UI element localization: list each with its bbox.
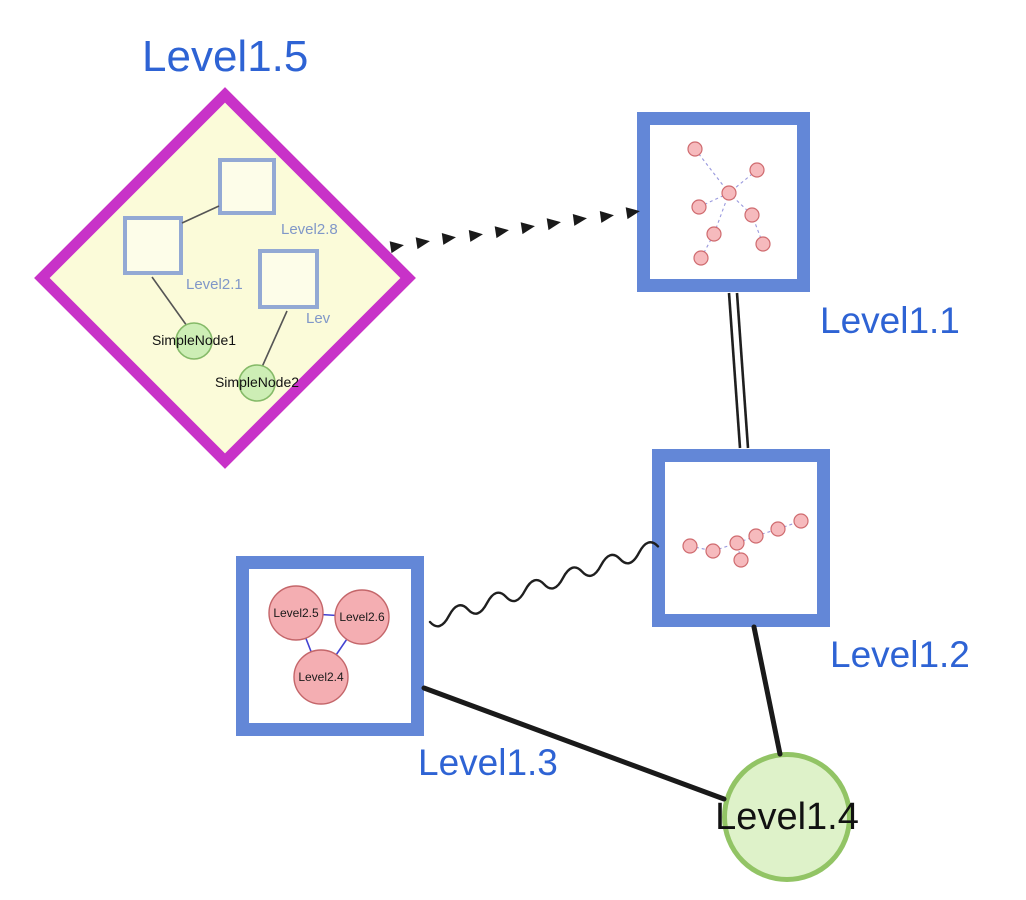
- node-level2-4[interactable]: [293, 649, 349, 705]
- node-simplenode1[interactable]: [175, 322, 213, 360]
- mini-graph-node[interactable]: [706, 226, 722, 242]
- node-level1-4-circle[interactable]: Level1.4: [715, 752, 859, 882]
- node-label-level2-6: Level2.6: [339, 610, 385, 624]
- edge-level12-level14: [751, 624, 783, 757]
- node-level2-8-square[interactable]: [218, 158, 276, 215]
- node-label-level1-5: Level1.5: [142, 32, 309, 81]
- mini-graph-node[interactable]: [755, 236, 771, 252]
- mini-graph-node[interactable]: [721, 185, 737, 201]
- mini-graph-node[interactable]: [691, 199, 707, 215]
- node-label-simplenode2: SimpleNode2: [215, 374, 299, 390]
- node-level1-1-box[interactable]: [637, 112, 810, 292]
- mini-graph-edge: [700, 233, 715, 259]
- node-level2-6[interactable]: [334, 589, 390, 645]
- mini-graph-node[interactable]: [744, 207, 760, 223]
- node-simplenode2[interactable]: [238, 364, 276, 402]
- mini-graph-node[interactable]: [793, 513, 809, 529]
- mini-graph-node[interactable]: [687, 141, 703, 157]
- mini-graph-node[interactable]: [693, 250, 709, 266]
- edge-level21-simplenode1: [151, 276, 188, 327]
- edge-lev-simplenode2: [261, 310, 288, 368]
- mini-graph-node[interactable]: [729, 535, 745, 551]
- mini-graph-node[interactable]: [770, 521, 786, 537]
- node-label-level2-8: Level2.8: [281, 221, 338, 238]
- node-level2-1-square[interactable]: [123, 216, 183, 275]
- node-label-level2-5: Level2.5: [273, 606, 319, 620]
- node-level1-2-box[interactable]: [652, 449, 830, 627]
- mini-graph-node[interactable]: [749, 162, 765, 178]
- mini-graph-node[interactable]: [682, 538, 698, 554]
- edge-level11-level12-line2: [735, 292, 750, 449]
- edge-level13-level14: [421, 685, 727, 802]
- node-label-level1-2: Level1.2: [830, 634, 970, 675]
- mini-graph-edge: [694, 148, 730, 194]
- mini-graph-node[interactable]: [748, 528, 764, 544]
- mini-graph-edge: [712, 542, 738, 552]
- edge-level11-level12-line1: [727, 292, 742, 449]
- node-label-lev: Lev: [306, 310, 331, 327]
- node-label-level1-4: Level1.4: [715, 795, 859, 838]
- edge-level15-level11-dashed-arrow: [389, 207, 640, 254]
- node-level1-3-box[interactable]: [236, 556, 424, 736]
- mini-graph-node[interactable]: [733, 552, 749, 568]
- mini-graph-node[interactable]: [705, 543, 721, 559]
- node-level2-5[interactable]: [268, 585, 324, 641]
- node-lev-square[interactable]: [258, 249, 319, 309]
- node-label-simplenode1: SimpleNode1: [152, 332, 236, 348]
- mini-graphs-layer: [682, 141, 809, 568]
- node-label-level2-4: Level2.4: [298, 670, 344, 684]
- node-label-level1-1: Level1.1: [820, 300, 960, 341]
- node-label-level2-1: Level2.1: [186, 276, 243, 293]
- node-label-level1-3: Level1.3: [418, 742, 558, 783]
- edge-level28-level21: [181, 205, 220, 224]
- edge-level13-level12-wavy: [428, 541, 660, 628]
